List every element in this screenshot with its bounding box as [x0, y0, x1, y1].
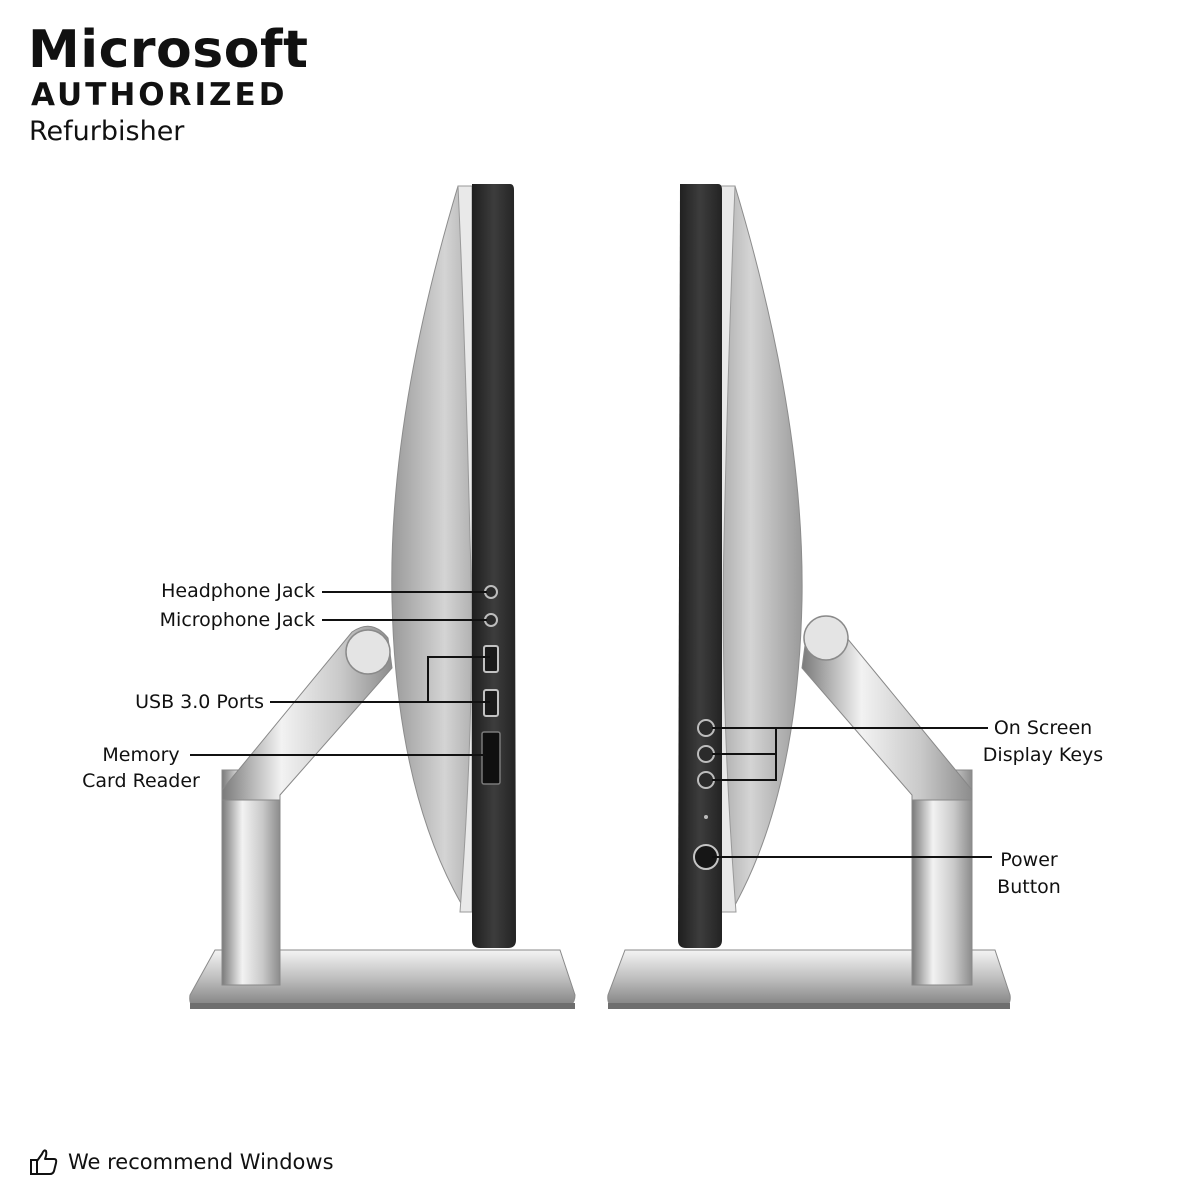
left-bezel: [472, 184, 516, 948]
left-base-edge: [190, 1003, 575, 1009]
osd-key-1-icon: [697, 719, 715, 737]
footer-recommend: We recommend Windows: [28, 1146, 334, 1178]
label-usb-ports: USB 3.0 Ports: [135, 691, 264, 713]
label-button: Button: [997, 876, 1061, 898]
label-on-screen: On Screen: [994, 717, 1092, 739]
left-hinge-icon: [345, 629, 391, 675]
label-microphone-jack: Microphone Jack: [160, 609, 315, 631]
memory-card-slot-icon: [481, 731, 501, 785]
left-side-view: [189, 184, 576, 1009]
label-display-keys: Display Keys: [983, 744, 1103, 766]
left-back-shell: [391, 185, 481, 906]
label-power: Power: [1000, 849, 1058, 871]
left-stand-arm: [221, 625, 393, 801]
badge-refurbisher: Refurbisher: [29, 116, 185, 147]
label-memory: Memory: [102, 744, 179, 766]
right-stand-neck: [911, 769, 973, 986]
usb-port-1-icon: [483, 645, 499, 673]
right-side-view: [607, 184, 1011, 1009]
osd-key-3-icon: [697, 771, 715, 789]
right-hinge-icon: [803, 615, 849, 661]
osd-key-2-icon: [697, 745, 715, 763]
footer-text: We recommend Windows: [68, 1150, 334, 1174]
right-bezel: [678, 184, 722, 948]
left-stand-neck: [221, 769, 281, 986]
thumbs-up-icon: [30, 1149, 58, 1175]
label-headphone-jack: Headphone Jack: [161, 580, 315, 602]
label-card-reader: Card Reader: [82, 770, 200, 792]
badge-authorized: AUTHORIZED: [31, 77, 288, 113]
left-rear-rim: [457, 185, 473, 913]
right-back-shell: [715, 185, 803, 906]
badge-brand: Microsoft: [28, 20, 309, 80]
right-rear-rim: [719, 185, 737, 913]
right-base-edge: [608, 1003, 1010, 1009]
power-led-icon: [704, 815, 708, 819]
callout-lines: [190, 591, 992, 858]
microsoft-authorized-badge: Microsoft AUTHORIZED Refurbisher: [28, 22, 308, 152]
